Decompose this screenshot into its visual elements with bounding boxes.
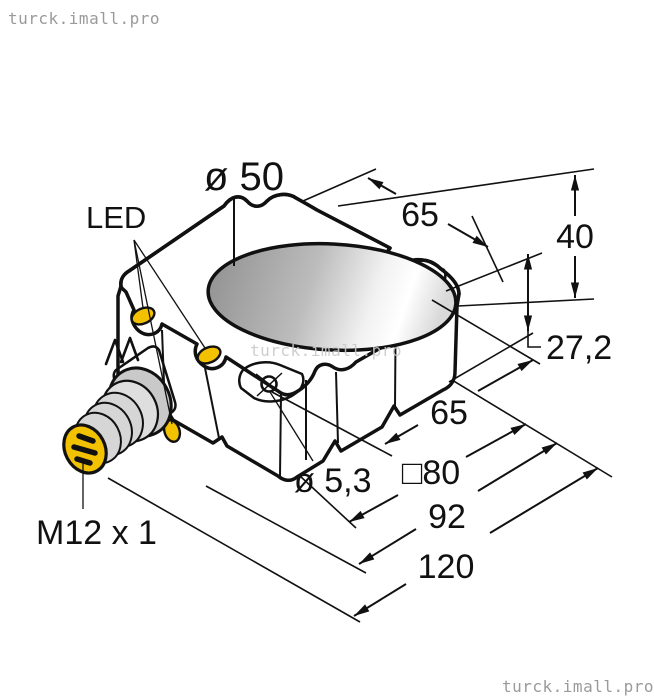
mark-triangle-2 [119, 336, 140, 364]
dim-hole-spacing: 65 [271, 299, 541, 457]
m12-connector [62, 345, 177, 475]
sensor-body [62, 192, 461, 482]
dim-total-length: 120 [107, 467, 599, 623]
dim-housing-square: □80 [299, 379, 613, 529]
dim-ring-diameter: ø 50 [204, 155, 284, 266]
dim-inner-height: 27,2 [445, 252, 612, 383]
dim-housing-length: 92 [205, 442, 558, 574]
connector-pin-slots [71, 433, 98, 466]
led-indicators [130, 306, 222, 443]
dim-label-inner-height: 27,2 [546, 329, 612, 367]
watermark-top-left: turck.imall.pro [8, 9, 160, 28]
dim-mounting-hole: ø 5,3 [269, 391, 371, 500]
led-dot-2 [196, 345, 222, 365]
watermark-bottom-right: turck.imall.pro [502, 677, 654, 696]
dim-label-housing-length: 92 [428, 498, 466, 536]
dim-label-housing-square: □80 [402, 454, 460, 492]
dim-label-hole-spacing: 65 [430, 394, 468, 432]
dim-label-total-length: 120 [418, 548, 475, 586]
mark-triangle-1 [104, 338, 125, 366]
watermark-center: turck.imall.pro [250, 341, 402, 360]
dim-label-connector-thread: M12 x 1 [36, 514, 157, 552]
dim-label-ring-diameter: ø 50 [204, 155, 284, 199]
dim-connector-thread: M12 x 1 [36, 463, 157, 552]
dim-label-mounting-hole: ø 5,3 [294, 462, 371, 500]
dim-top-width: 65 [302, 168, 504, 283]
dim-label-height: 40 [556, 218, 594, 256]
ring-hole [206, 241, 458, 353]
dim-height: 40 [337, 168, 595, 307]
dim-label-led: LED [86, 200, 146, 235]
dim-label-top-width: 65 [401, 196, 439, 234]
dim-led: LED [86, 200, 206, 425]
